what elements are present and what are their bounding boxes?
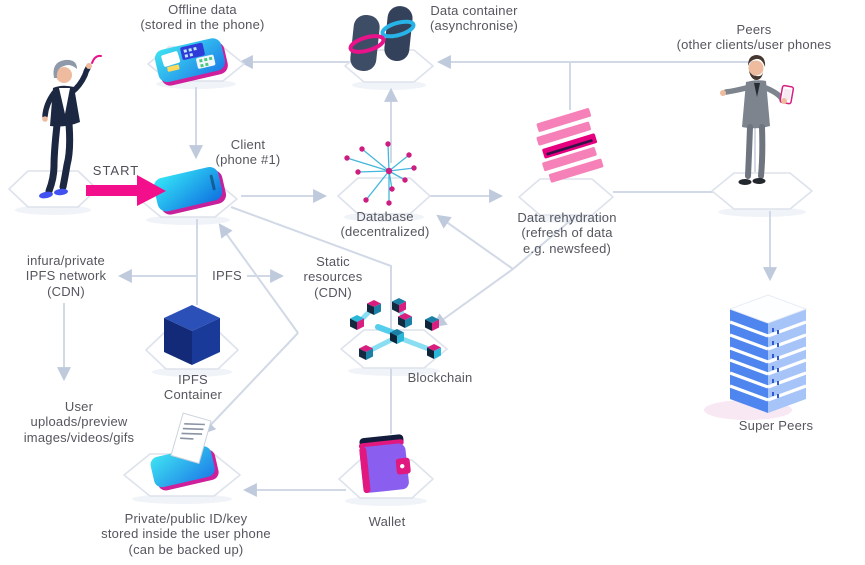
user-person-illustration [39,54,102,199]
label-wallet: Wallet [368,514,406,529]
label-ipfs-edge: IPFS [212,268,242,283]
label-offline-data: Offline data (stored in the phone) [140,2,265,33]
key-document-icon [170,412,212,464]
label-data-container: Data container (asynchronise) [429,3,519,34]
super-peers-tower-icon [704,294,808,420]
platform-database [337,177,431,215]
platform-peers [711,172,813,210]
label-data-rehydration: Data rehydration (refresh of data e.g. n… [517,210,617,256]
edge-rehydration-to-database [436,214,514,270]
blockchain-cubes [350,298,441,360]
ipfs-cube-icon [164,305,220,365]
label-ipfs-container: IPFS Container [163,372,223,403]
label-infura: infura/private IPFS network (CDN) [25,253,107,299]
label-static-resources: Static resources (CDN) [303,254,363,300]
label-database: Database (decentralized) [340,209,430,240]
label-private-key: Private/public ID/key stored inside the … [101,511,271,557]
edge-client-to-key [201,332,299,435]
offline-data-phone-icon [154,38,228,86]
edge-rehydration-to-blockchain [432,268,514,328]
edge-client-wallet-chain [230,206,392,434]
edge-key-to-client [218,223,299,334]
blockchain-icon [350,298,441,360]
client-phone-icon [153,167,227,215]
peer-person-illustration [720,55,795,185]
label-start: START [92,163,140,178]
label-peers: Peers (other clients/user phones [676,22,832,53]
label-client: Client (phone #1) [215,137,281,168]
private-key-phone-icon [150,412,219,491]
start-arrow-icon [86,175,166,206]
data-container-icon [348,6,416,72]
data-rehydration-icon [536,108,604,183]
wallet-icon [358,434,411,494]
platform-rehydration [518,178,614,216]
database-network-icon [344,141,417,206]
connectors [57,55,777,497]
label-super-peers: Super Peers [738,418,814,433]
label-user-uploads: User uploads/preview images/videos/gifs [23,399,135,445]
label-blockchain: Blockchain [407,370,473,385]
edge-rehydration-stem [512,208,585,270]
